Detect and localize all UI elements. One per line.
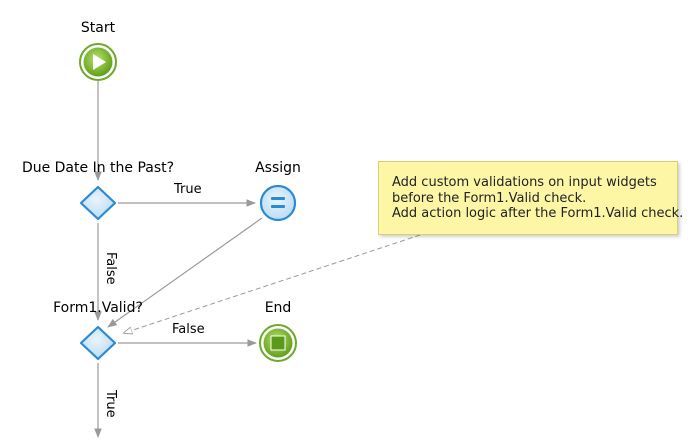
- end-node[interactable]: [259, 324, 297, 362]
- assign-node[interactable]: [259, 184, 297, 222]
- stop-icon: [270, 335, 286, 351]
- due-date-label: Due Date In the Past?: [21, 160, 175, 176]
- edge-assign-to-form: [107, 217, 263, 328]
- comment-note[interactable]: Add custom validations on input widgets …: [378, 161, 684, 235]
- note-line: Add action logic after the Form1.Valid c…: [392, 206, 684, 221]
- start-label: Start: [80, 20, 116, 36]
- edge-label-form-true: True: [103, 390, 118, 418]
- equals-icon: [271, 197, 285, 200]
- form-valid-label: Form1.Valid?: [53, 300, 143, 316]
- note-line: before the Form1.Valid check.: [392, 190, 587, 206]
- start-node[interactable]: [79, 43, 117, 81]
- note-link: [124, 234, 421, 333]
- play-icon: [93, 54, 106, 70]
- decision-due-date[interactable]: [79, 185, 117, 221]
- edge-label-form-false: False: [172, 322, 205, 337]
- end-label: End: [264, 300, 292, 316]
- decision-form-valid[interactable]: [79, 325, 117, 361]
- edge-label-due-true: True: [174, 182, 202, 197]
- note-line: Add custom validations on input widgets: [392, 175, 657, 190]
- assign-label: Assign: [255, 160, 301, 176]
- edge-label-due-false: False: [103, 252, 118, 285]
